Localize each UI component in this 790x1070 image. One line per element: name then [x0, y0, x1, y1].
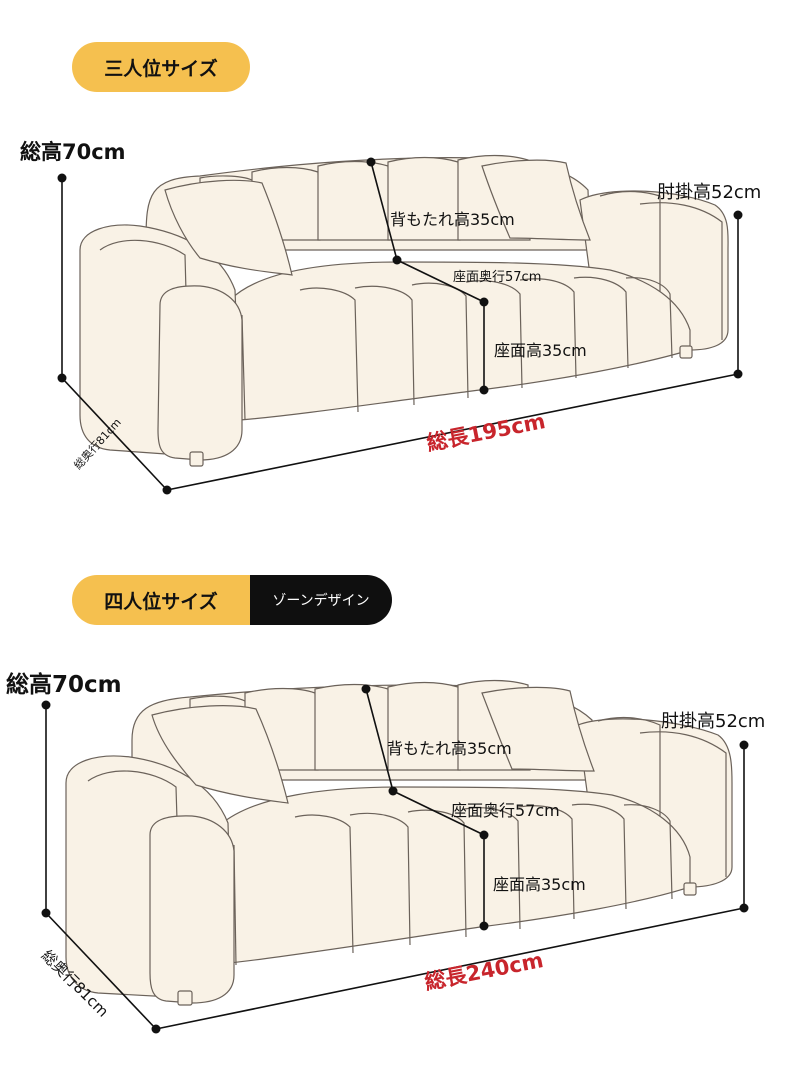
total-height-label: 総高70cm: [6, 672, 122, 698]
seat-height-label: 座面高35cm: [494, 341, 587, 360]
back-height-label: 背もたれ高35cm: [387, 739, 512, 758]
three-seat-sofa-illustration: [57, 154, 743, 495]
three-seat-section: 三人位サイズ: [0, 0, 790, 530]
zone-design-badge: ゾーンデザイン: [250, 575, 392, 625]
three-seat-badge: 三人位サイズ: [72, 42, 250, 92]
back-height-label: 背もたれ高35cm: [390, 210, 515, 229]
seat-height-label: 座面高35cm: [493, 875, 586, 894]
arm-height-label: 肘掛高52cm: [661, 711, 766, 732]
four-seat-sofa-illustration: [41, 679, 749, 1034]
four-seat-badge: 四人位サイズ: [72, 575, 250, 625]
seat-depth-label: 座面奥行57cm: [451, 801, 560, 820]
arm-height-label: 肘掛高52cm: [657, 182, 762, 203]
four-seat-section: 四人位サイズ ゾーンデザイン: [0, 535, 790, 1070]
total-height-label: 総高70cm: [20, 140, 126, 164]
seat-depth-label: 座面奥行57cm: [453, 270, 542, 285]
